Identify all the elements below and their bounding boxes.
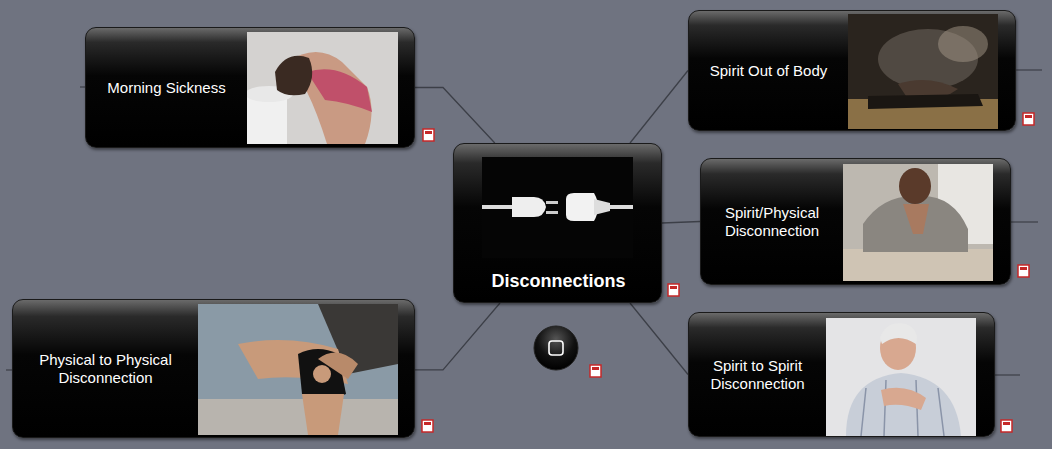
topic-image bbox=[848, 14, 998, 129]
topic-label-area: Spirit/Physical Disconnection bbox=[701, 159, 843, 284]
connector-line bbox=[415, 303, 500, 370]
topic-label: Morning Sickness bbox=[107, 79, 225, 97]
topic-label-area: Spirit Out of Body bbox=[689, 11, 848, 130]
topic-label-area: Disconnections bbox=[454, 261, 663, 301]
topic-image bbox=[482, 157, 633, 258]
topic-image bbox=[843, 164, 993, 281]
topic-box: Physical to Physical Disconnection bbox=[12, 299, 415, 438]
leader-line bbox=[1016, 69, 1042, 70]
topic-label-area: Spirit to Spirit Disconnection bbox=[689, 313, 826, 436]
central-topic-label: Disconnections bbox=[491, 270, 625, 292]
topic-image bbox=[826, 318, 976, 436]
topic-box: Spirit Out of Body bbox=[688, 10, 1016, 131]
leader-line bbox=[995, 374, 1020, 375]
topic-box: Spirit/Physical Disconnection bbox=[700, 158, 1011, 285]
topic-box: Spirit to Spirit Disconnection bbox=[688, 312, 995, 437]
topic-label: Spirit to Spirit Disconnection bbox=[697, 357, 818, 393]
note-icon bbox=[422, 113, 1034, 432]
connector-line bbox=[630, 303, 688, 375]
topic-image bbox=[198, 304, 398, 435]
connector-line bbox=[630, 71, 688, 144]
topic-label: Physical to Physical Disconnection bbox=[21, 351, 190, 387]
topic-box: Morning Sickness bbox=[85, 27, 415, 148]
topic-label: Spirit Out of Body bbox=[710, 62, 828, 80]
leader-line bbox=[1011, 221, 1038, 222]
topic-label-area: Morning Sickness bbox=[86, 28, 247, 147]
topic-image bbox=[247, 32, 398, 144]
expand-button bbox=[534, 326, 578, 370]
topic-label-area: Physical to Physical Disconnection bbox=[13, 300, 198, 437]
central-topic: Disconnections bbox=[453, 143, 662, 303]
connector-line bbox=[662, 222, 700, 224]
topic-label: Spirit/Physical Disconnection bbox=[709, 204, 835, 240]
connector-line bbox=[415, 88, 495, 144]
